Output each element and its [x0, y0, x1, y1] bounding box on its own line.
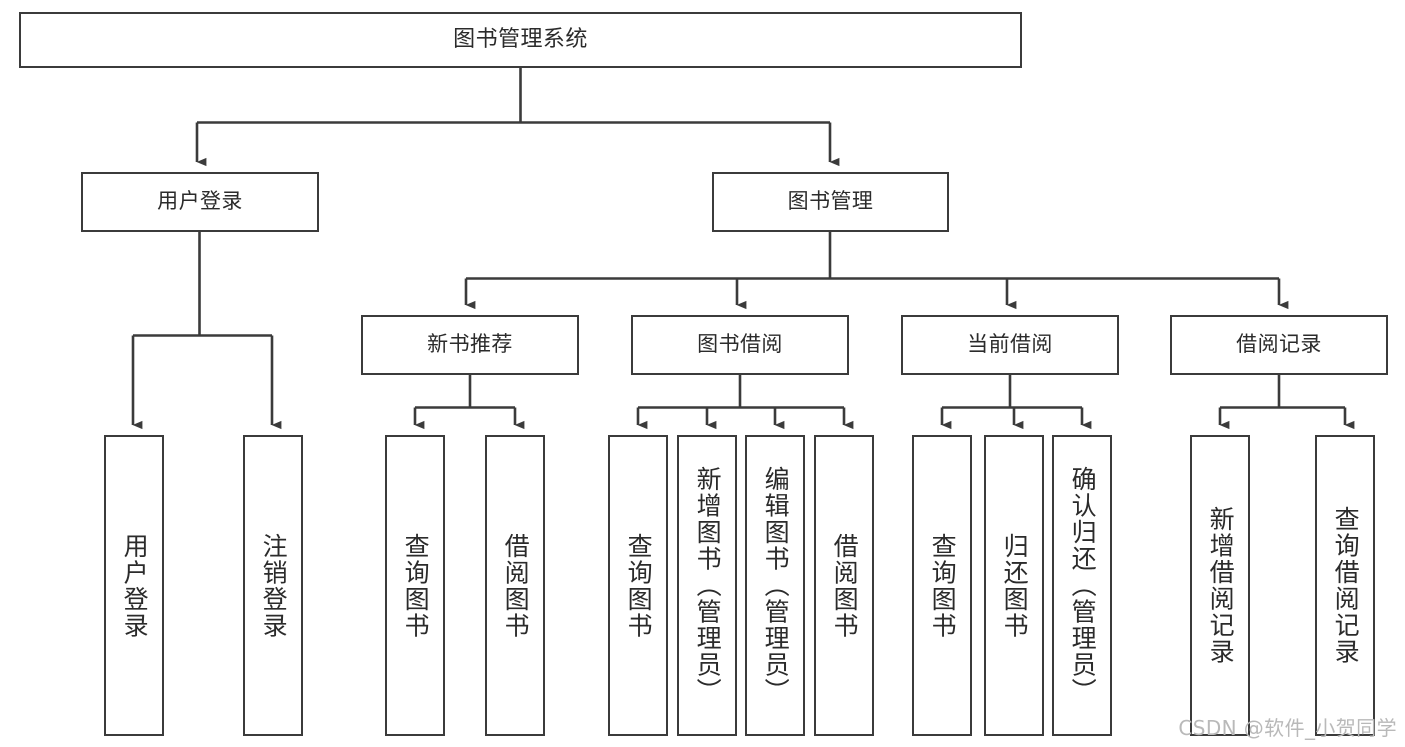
node-label: 借阅图书 — [501, 532, 531, 639]
leaf-add-book-admin[interactable]: 新增图书（管理员） — [677, 435, 737, 736]
node-label: 查询图书 — [624, 532, 654, 639]
leaf-borrow-book-recommend[interactable]: 借阅图书 — [485, 435, 545, 736]
node-new-book-recommend[interactable]: 新书推荐 — [361, 315, 579, 375]
watermark: CSDN @软件_小贺同学 — [1178, 716, 1397, 740]
node-user-login[interactable]: 用户登录 — [81, 172, 319, 232]
node-label: 查询图书 — [401, 532, 431, 639]
node-label: 用户登录 — [120, 532, 150, 639]
node-label: 新书推荐 — [427, 332, 513, 357]
node-label: 注销登录 — [259, 532, 289, 639]
node-label: 借阅记录 — [1236, 332, 1322, 357]
leaf-user-login[interactable]: 用户登录 — [104, 435, 164, 736]
node-label: 确认归还（管理员） — [1068, 466, 1098, 705]
leaf-query-book-current[interactable]: 查询图书 — [912, 435, 972, 736]
leaf-borrow-book[interactable]: 借阅图书 — [814, 435, 874, 736]
node-label: 查询借阅记录 — [1331, 506, 1361, 665]
node-current-borrow[interactable]: 当前借阅 — [901, 315, 1119, 375]
node-label: 编辑图书（管理员） — [761, 466, 791, 705]
leaf-confirm-return-admin[interactable]: 确认归还（管理员） — [1052, 435, 1112, 736]
leaf-user-logout[interactable]: 注销登录 — [243, 435, 303, 736]
node-label: 新增借阅记录 — [1206, 506, 1236, 665]
node-label: 用户登录 — [157, 189, 243, 214]
node-borrow-record[interactable]: 借阅记录 — [1170, 315, 1388, 375]
node-label: 图书借阅 — [697, 332, 783, 357]
node-label: 图书管理系统 — [453, 26, 588, 52]
leaf-query-book-borrow[interactable]: 查询图书 — [608, 435, 668, 736]
node-label: 图书管理 — [787, 189, 874, 214]
node-label: 当前借阅 — [967, 332, 1053, 357]
node-book-manage[interactable]: 图书管理 — [712, 172, 949, 232]
node-book-borrow[interactable]: 图书借阅 — [631, 315, 849, 375]
node-label: 借阅图书 — [830, 532, 860, 639]
node-label: 归还图书 — [1000, 532, 1030, 639]
leaf-add-borrow-record[interactable]: 新增借阅记录 — [1190, 435, 1250, 736]
leaf-query-borrow-record[interactable]: 查询借阅记录 — [1315, 435, 1375, 736]
node-label: 查询图书 — [928, 532, 958, 639]
leaf-query-book-recommend[interactable]: 查询图书 — [385, 435, 445, 736]
leaf-edit-book-admin[interactable]: 编辑图书（管理员） — [745, 435, 805, 736]
leaf-return-book[interactable]: 归还图书 — [984, 435, 1044, 736]
node-root-system[interactable]: 图书管理系统 — [19, 12, 1022, 68]
node-label: 新增图书（管理员） — [693, 466, 723, 705]
